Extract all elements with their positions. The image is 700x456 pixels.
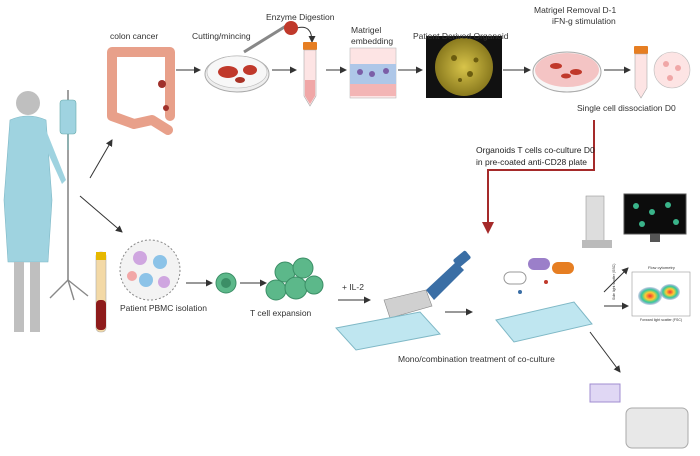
label-treatment: Mono/combination treatment of co-culture (398, 354, 555, 364)
tissue-fragment-icon (218, 65, 257, 83)
pbmc-cells-icon (119, 239, 181, 301)
coculture-arrow (482, 120, 595, 234)
microscope-icon (582, 195, 612, 248)
label-matrigel-2: embedding (351, 36, 394, 46)
arrow-to-reader (589, 331, 621, 373)
label-pbmc: Patient PBMC isolation (120, 303, 207, 313)
colon-icon (107, 47, 175, 135)
blood-tube-icon (95, 251, 107, 333)
label-il2: + IL-2 (342, 282, 364, 292)
label-single-cell: Single cell dissociation D0 (577, 103, 676, 113)
label-enzyme: Enzyme Digestion (266, 12, 335, 22)
label-tcell-expansion: T cell expansion (250, 308, 312, 318)
plate-reader-icon (625, 407, 689, 449)
label-ifn: iFN-g stimulation (552, 16, 616, 26)
label-pdo: Patient Derived Organoid (413, 31, 509, 41)
conical-tube-icon (303, 42, 317, 107)
iv-drip-icon (49, 90, 89, 301)
label-coculture-2: in pre-coated anti-CD28 plate (476, 157, 588, 167)
drug-capsule-icon (503, 258, 574, 294)
label-flow-title: Flow cytometry (648, 265, 675, 270)
arrow-patient-to-colon (89, 139, 113, 179)
well-plate-icon (495, 301, 593, 343)
flow-arrows (79, 26, 631, 373)
arrow-to-microscope (603, 267, 629, 293)
arrow-patient-to-blood (79, 195, 123, 233)
small-plate-icon (589, 383, 621, 403)
transwell-icon (349, 47, 397, 99)
label-flow-xlabel: Forward light scatter (FSC) (640, 318, 683, 322)
label-matrigel-1: Matrigel (351, 25, 382, 35)
multichannel-pipette-icon (383, 250, 471, 319)
label-cutting: Cutting/mincing (192, 31, 251, 41)
flow-plot-icon (631, 271, 691, 317)
monitor-icon (623, 193, 687, 242)
label-matrigel-removal: Matrigel Removal D-1 (534, 5, 617, 15)
label-colon-cancer: colon cancer (110, 31, 159, 41)
patient-icon (3, 91, 66, 332)
label-flow-ylabel: Side light scatter (SSC) (612, 263, 616, 300)
tcell-cluster-icon (265, 257, 324, 301)
label-coculture-1: Organoids T cells co-culture D0 (476, 145, 595, 155)
arrow-enzyme-curve (296, 26, 316, 43)
cell-suspension-icon (634, 46, 691, 99)
tcell-icon (215, 272, 237, 294)
organoid-micrograph-icon (426, 36, 502, 98)
well-plate-icon (335, 311, 441, 351)
culture-dish-icon (532, 51, 602, 93)
syringe-icon (243, 21, 298, 54)
